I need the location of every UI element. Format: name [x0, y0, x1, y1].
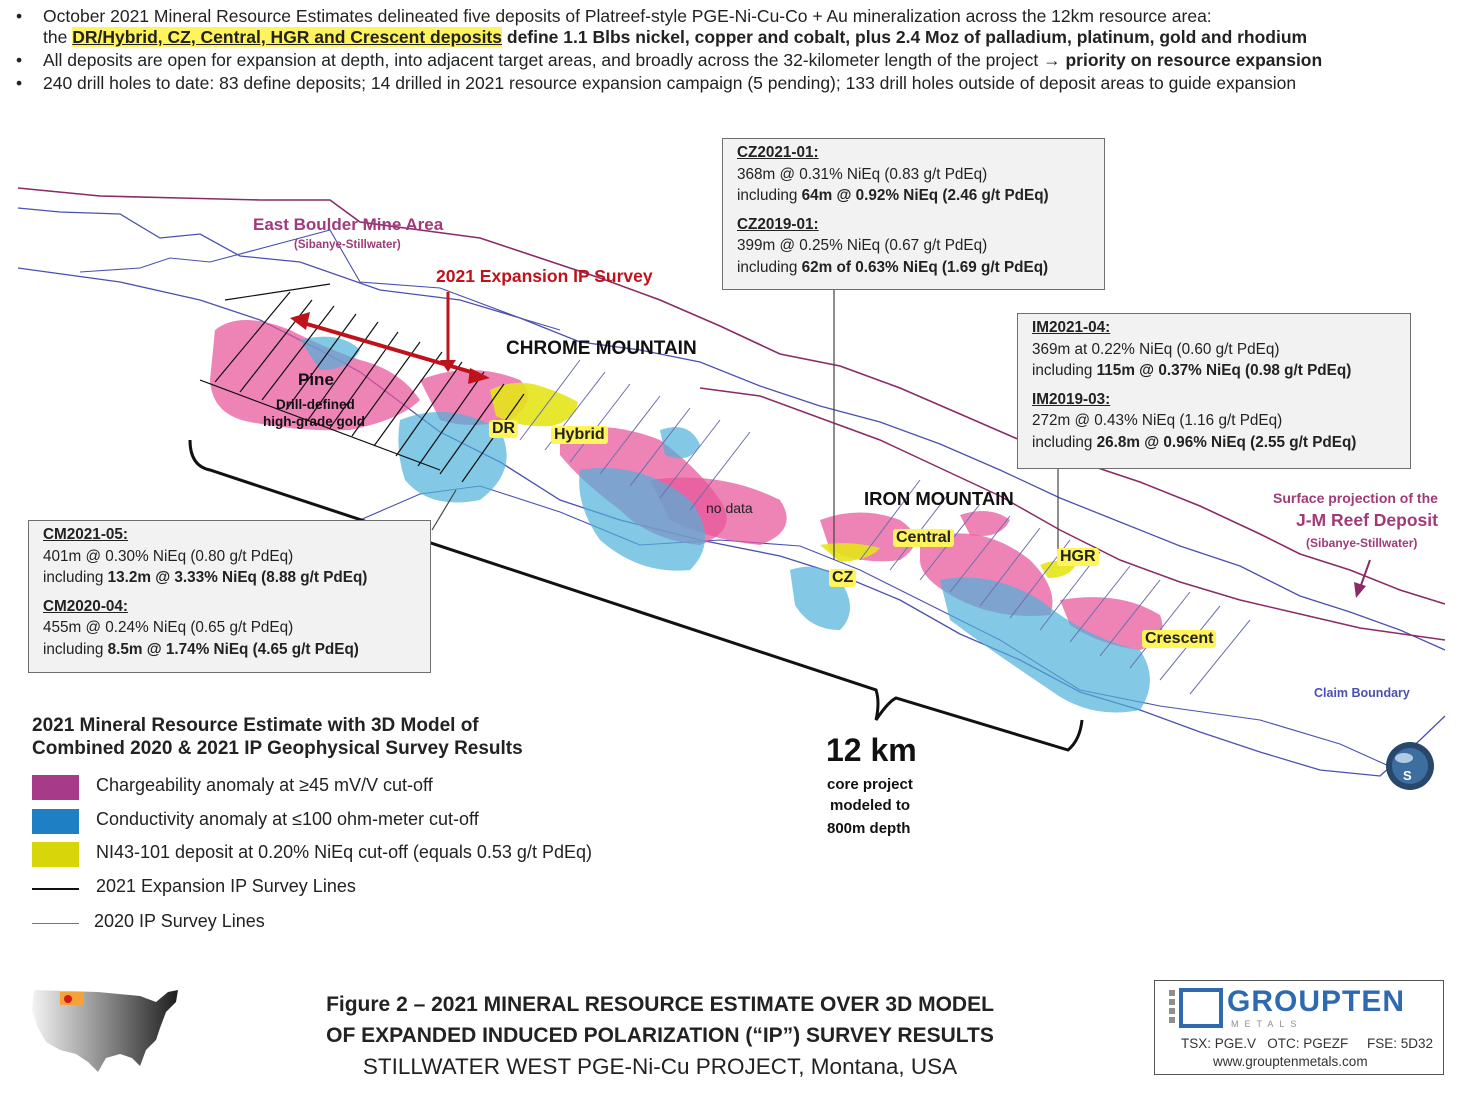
conductivity-swatch: [32, 809, 79, 834]
im-callout-line-3: 272m @ 0.43% NiEq (1.16 g/t PdEq): [1032, 412, 1283, 429]
usa-locator-map: [32, 990, 178, 1072]
im-callout-line-1: 369m at 0.22% NiEq (0.60 g/t PdEq): [1032, 340, 1280, 358]
legend-title-line-2: Combined 2020 & 2021 IP Geophysical Surv…: [32, 738, 523, 759]
cz-drill-callout: CZ2021-01: 368m @ 0.31% NiEq (0.83 g/t P…: [722, 138, 1105, 290]
claim-boundary-label: Claim Boundary: [1314, 686, 1410, 700]
im-drill-callout: IM2021-04: 369m at 0.22% NiEq (0.60 g/t …: [1017, 313, 1411, 469]
claim-boundary-line: [17, 207, 1446, 651]
im-callout-heading-2: IM2019-03:: [1032, 390, 1111, 408]
no-data-label: no data: [706, 500, 753, 516]
central-deposit-label: Central: [893, 529, 955, 547]
depth-label: 800m depth: [827, 820, 911, 837]
twelve-km-label: 12 km: [826, 732, 917, 768]
intro-bullets: • October 2021 Mineral Resource Estimate…: [12, 6, 1452, 94]
groupten-wordmark: GROUPTEN: [1227, 985, 1406, 1018]
east-boulder-label: East Boulder Mine Area: [253, 215, 444, 234]
bullet-1-text: October 2021 Mineral Resource Estimates …: [43, 6, 1212, 26]
chrome-mountain-label: CHROME MOUNTAIN: [506, 338, 697, 359]
bullet-dot: •: [16, 50, 23, 70]
figure-caption: Figure 2 – 2021 MINERAL RESOURCE ESTIMAT…: [245, 989, 1075, 1082]
groupten-logo-mark-icon: [1169, 988, 1223, 1028]
stock-tickers: TSX: PGE.V OTC: PGEZF FSE: 5D32: [1181, 1036, 1434, 1051]
ni43-101-deposits: [490, 382, 1075, 578]
jm-reef-line: [17, 187, 1446, 605]
bullet-dot: •: [16, 6, 23, 26]
deposits-highlight: DR/Hybrid, CZ, Central, HGR and Crescent…: [72, 27, 502, 47]
cm-callout-connector: [431, 489, 457, 531]
core-project-label: core project: [827, 776, 913, 793]
montana-highlight: [60, 992, 84, 1005]
bullet-1-prefix: the: [43, 27, 68, 47]
cz-callout-line-1: 368m @ 0.31% NiEq (0.83 g/t PdEq): [737, 165, 988, 183]
jm-reef-arrowhead: [1354, 582, 1366, 598]
iron-mountain-label: IRON MOUNTAIN: [864, 488, 1014, 509]
cm-callout-heading-2: CM2020-04:: [43, 597, 129, 615]
cz-callout-line-3: 399m @ 0.25% NiEq (0.67 g/t PdEq): [737, 237, 988, 254]
project-location-dot: [64, 995, 72, 1003]
cm-callout-line-3: 455m @ 0.24% NiEq (0.65 g/t PdEq): [43, 619, 294, 636]
figure-title-line-1: Figure 2 – 2021 MINERAL RESOURCE ESTIMAT…: [326, 993, 994, 1016]
cm-callout-heading-1: CM2021-05:: [43, 526, 129, 543]
expansion-survey-lines: [199, 283, 525, 483]
im-callout-line-2: including 115m @ 0.37% NiEq (0.98 g/t Pd…: [1032, 362, 1352, 379]
bullet-drill-holes: • 240 drill holes to date: 83 define dep…: [12, 73, 1452, 94]
black-line-swatch: [32, 888, 79, 890]
bullet-open-expansion: • All deposits are open for expansion at…: [12, 50, 1452, 71]
right-arrow-icon: →: [1043, 50, 1061, 70]
twelve-km-bracket: [188, 439, 1084, 752]
groupten-sub: METALS: [1231, 1019, 1303, 1029]
hgr-deposit-label: HGR: [1057, 548, 1099, 566]
legend-label: 2021 Expansion IP Survey Lines: [96, 876, 356, 896]
drill-defined-label-2: high-grade gold: [263, 414, 365, 429]
legend-label: Chargeability anomaly at ≥45 mV/V cut-of…: [96, 775, 433, 795]
dr-deposit-label: DR: [489, 420, 519, 438]
cm-drill-callout: CM2021-05: 401m @ 0.30% NiEq (0.80 g/t P…: [28, 520, 431, 673]
cz-callout-heading-1: CZ2021-01:: [737, 144, 819, 161]
legend-title: 2021 Mineral Resource Estimate with 3D M…: [32, 714, 523, 760]
groupten-logo-box: GROUPTEN METALS TSX: PGE.V OTC: PGEZF FS…: [1154, 980, 1444, 1075]
compass-letter: S: [1403, 768, 1412, 783]
bullet-dot: •: [16, 73, 23, 93]
cz-callout-heading-2: CZ2019-01:: [737, 215, 819, 233]
figure-title-line-2: OF EXPANDED INDUCED POLARIZATION (“IP”) …: [326, 1024, 994, 1047]
bullet-2-text: All deposits are open for expansion at d…: [43, 50, 1039, 70]
legend-label: 2020 IP Survey Lines: [94, 911, 265, 931]
expansion-survey-label: 2021 Expansion IP Survey: [436, 266, 653, 286]
website-url: www.grouptenmetals.com: [1213, 1054, 1368, 1069]
deposit-swatch: [32, 842, 79, 867]
im-callout-heading-1: IM2021-04:: [1032, 319, 1111, 336]
im-callout-line-4: including 26.8m @ 0.96% NiEq (2.55 g/t P…: [1032, 433, 1357, 451]
surface-projection-label-3: (Sibanye-Stillwater): [1306, 536, 1418, 550]
crescent-deposit-label: Crescent: [1142, 630, 1217, 648]
cz-callout-line-2: including 64m @ 0.92% NiEq (2.46 g/t PdE…: [737, 187, 1049, 204]
purple-line-swatch: [32, 923, 79, 924]
figure-title-line-3: STILLWATER WEST PGE-Ni-Cu PROJECT, Monta…: [362, 1054, 958, 1079]
cz-callout-line-4: including 62m of 0.63% NiEq (1.69 g/t Pd…: [737, 258, 1049, 276]
bullet-3-text: 240 drill holes to date: 83 define depos…: [43, 73, 1297, 93]
project-3d-map: [17, 187, 1446, 790]
jm-reef-line-2: [699, 387, 1446, 641]
legend-label: Conductivity anomaly at ≤100 ohm-meter c…: [96, 809, 479, 829]
surface-projection-label-2: J-M Reef Deposit: [1296, 510, 1438, 530]
expansion-survey-arrow: [290, 292, 490, 384]
east-boulder-sub: (Sibanye-Stillwater): [294, 239, 401, 251]
cz-deposit-label: CZ: [829, 569, 857, 587]
conductivity-anomalies: [300, 336, 1150, 713]
drill-defined-label-1: Drill-defined: [276, 397, 355, 412]
chargeability-swatch: [32, 775, 79, 800]
modeled-to-label: modeled to: [830, 797, 911, 814]
jm-reef-arrow: [1359, 559, 1371, 589]
cm-callout-line-4: including 8.5m @ 1.74% NiEq (4.65 g/t Pd…: [43, 640, 359, 658]
legend-title-line-1: 2021 Mineral Resource Estimate with 3D M…: [32, 715, 479, 736]
bullet-1-bold: define 1.1 Blbs nickel, copper and cobal…: [506, 27, 1308, 47]
cm-callout-line-1: 401m @ 0.30% NiEq (0.80 g/t PdEq): [43, 547, 294, 565]
legend-label: NI43-101 deposit at 0.20% NiEq cut-off (…: [96, 842, 592, 862]
bullet-2-bold: priority on resource expansion: [1065, 50, 1323, 70]
pine-label: Pine: [298, 370, 334, 389]
bullet-resource-estimate: • October 2021 Mineral Resource Estimate…: [12, 6, 1452, 48]
hybrid-deposit-label: Hybrid: [551, 426, 608, 444]
compass-icon: [1386, 742, 1434, 790]
surface-projection-label-1: Surface projection of the: [1273, 490, 1438, 506]
cm-callout-line-2: including 13.2m @ 3.33% NiEq (8.88 g/t P…: [43, 569, 368, 586]
